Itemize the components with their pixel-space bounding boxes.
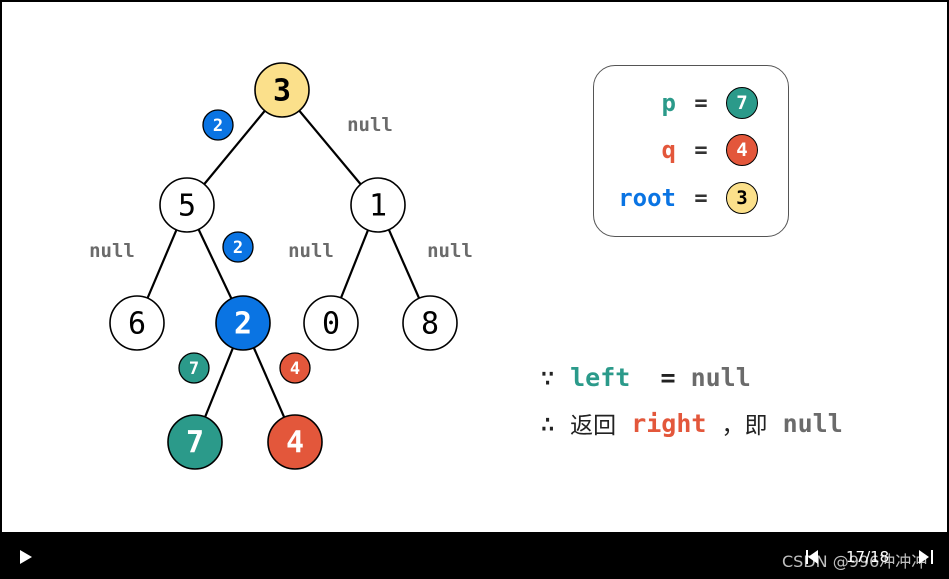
tree-node-7: 7 <box>167 414 223 470</box>
return-badge-n2-n7: 7 <box>178 352 210 384</box>
return-badge-circle <box>178 352 210 384</box>
return-badge-n3-n5: 2 <box>202 109 234 141</box>
because-symbol: ∵ <box>540 362 556 392</box>
equals-sign: = <box>660 362 676 392</box>
tree-node-2: 2 <box>215 295 271 351</box>
return-badge-value: 2 <box>213 116 223 136</box>
tree-node-circle <box>109 295 165 351</box>
tree-node-value: 1 <box>369 189 387 224</box>
return-badge-n2-n4: 4 <box>279 352 311 384</box>
tree-node-value: 4 <box>286 426 304 461</box>
previous-slide-icon[interactable] <box>806 550 820 564</box>
left-keyword: left <box>570 362 631 392</box>
legend-value-p: 7 <box>726 87 758 119</box>
next-slide-icon[interactable] <box>919 550 933 564</box>
legend-row-p: p = 7 <box>594 85 790 121</box>
return-badge-value: 7 <box>189 359 199 379</box>
tree-node-circle <box>159 177 215 233</box>
tree-node-value: 6 <box>128 307 146 342</box>
null-return-label-n3-n1: null <box>347 114 393 136</box>
legend-equals: = <box>694 185 708 211</box>
legend-value-root: 3 <box>726 182 758 214</box>
tree-node-circle <box>350 177 406 233</box>
tree-node-8: 8 <box>402 295 458 351</box>
return-badge-circle <box>202 109 234 141</box>
variable-legend: p = 7 q = 4 root = 3 <box>593 65 789 237</box>
legend-name-root: root <box>618 184 676 212</box>
tree-node-5: 5 <box>159 177 215 233</box>
right-keyword: right <box>631 408 707 438</box>
tree-node-circle <box>254 62 310 118</box>
return-badge-value: 4 <box>290 359 300 379</box>
tree-node-circle <box>215 295 271 351</box>
return-badge-circle <box>222 231 254 263</box>
null-keyword: null <box>782 408 843 438</box>
null-return-label-n1-n0: null <box>288 240 334 262</box>
tree-node-4: 4 <box>267 414 323 470</box>
watermark-text: CSDN @996冲冲冲 <box>782 552 928 571</box>
tree-node-value: 3 <box>273 74 291 109</box>
tree-node-3: 3 <box>254 62 310 118</box>
return-badge-value: 2 <box>233 238 243 258</box>
return-badge-circle <box>279 352 311 384</box>
explanation-line-1: ∵ left = null <box>540 357 940 397</box>
slide-counter: 17/18 <box>846 548 890 566</box>
play-icon[interactable] <box>20 550 32 564</box>
legend-name-p: p <box>661 89 676 117</box>
slide-frame: 3 5 1 6 2 0 8 7 4 2 2 7 4 null null null null p = 7 q = … <box>2 2 947 532</box>
null-keyword: null <box>690 362 751 392</box>
legend-row-root: root = 3 <box>594 180 790 216</box>
therefore-symbol: ∴ <box>540 408 556 438</box>
tree-node-1: 1 <box>350 177 406 233</box>
legend-value-q: 4 <box>726 134 758 166</box>
tree-node-circle <box>402 295 458 351</box>
legend-equals: = <box>694 137 708 163</box>
legend-name-q: q <box>661 136 676 164</box>
tree-node-value: 2 <box>234 307 252 342</box>
tree-node-circle <box>303 295 359 351</box>
legend-equals: = <box>694 90 708 116</box>
legend-row-q: q = 4 <box>594 132 790 168</box>
tree-node-value: 5 <box>178 189 196 224</box>
explanation-line-2: ∴ 返回 right ，即 null <box>540 403 940 443</box>
tree-node-0: 0 <box>303 295 359 351</box>
comma-namely-text: ，即 <box>721 413 768 439</box>
null-return-label-n5-n6: null <box>89 240 135 262</box>
tree-node-value: 0 <box>322 307 340 342</box>
tree-node-value: 7 <box>186 426 204 461</box>
tree-node-circle <box>167 414 223 470</box>
binary-tree-diagram: 3 5 1 6 2 0 8 7 4 2 2 7 4 null null null null <box>89 62 473 470</box>
player-control-bar: CSDN @996冲冲冲 17/18 <box>0 533 949 579</box>
tree-node-6: 6 <box>109 295 165 351</box>
null-return-label-n1-n8: null <box>427 240 473 262</box>
tree-node-value: 8 <box>421 307 439 342</box>
return-text: 返回 <box>570 413 617 439</box>
return-badge-n5-n2: 2 <box>222 231 254 263</box>
tree-node-circle <box>267 414 323 470</box>
